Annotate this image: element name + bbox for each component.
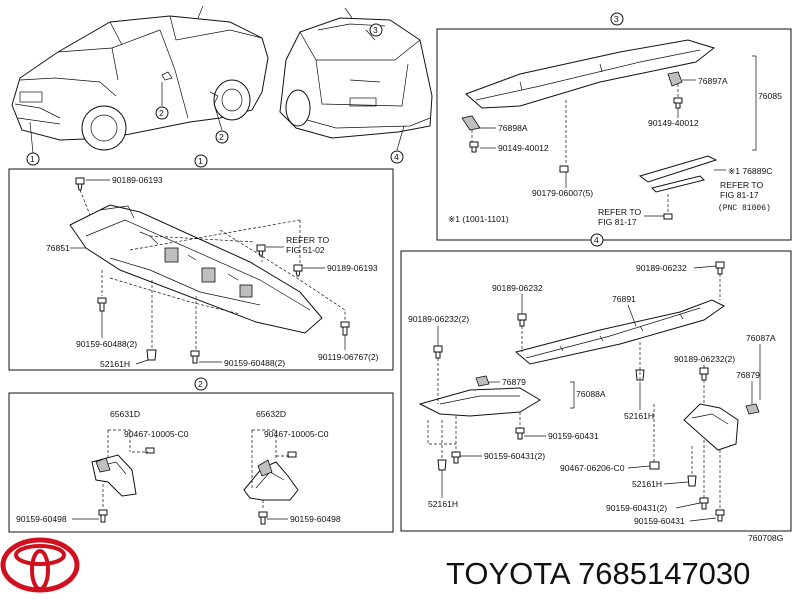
label-90189-06193-right: 90189-06193 (327, 263, 378, 273)
label-refer-to-b: REFER TO (598, 207, 641, 217)
label-90159-60488-2a: 90159-60488(2) (76, 339, 137, 349)
panel-2-frame (8, 392, 394, 533)
label-refer-to-51: REFER TO (286, 235, 329, 245)
label-76897A: 76897A (698, 76, 728, 86)
front-car-illustration (11, 5, 269, 154)
section-1-number: 1 (198, 156, 203, 166)
figure-code: 760708G (748, 533, 784, 543)
note-1001-1101: ※1 (1001-1101) (448, 214, 509, 224)
bracket-76088A (418, 375, 541, 417)
car-ref-3: 3 (373, 25, 378, 35)
label-90189-06232-top: 90189-06232 (636, 263, 687, 273)
label-76889C: ※1 76889C (728, 166, 772, 176)
label-90467-10005-C0-b: 90467-10005-C0 (264, 429, 329, 439)
panel-4-frame (400, 250, 792, 532)
section-2-number: 2 (198, 379, 203, 389)
label-90159-60488-2b: 90159-60488(2) (224, 358, 285, 368)
label-90467-06206-C0: 90467-06206-C0 (560, 463, 625, 473)
label-90179-06007-5: 90179-06007(5) (532, 188, 593, 198)
spoiler-76085 (465, 39, 718, 193)
car-ref-2a: 2 (159, 108, 164, 118)
section-1-marker (194, 154, 208, 168)
label-90159-60431-b: 90159-60431 (634, 516, 685, 526)
section-2-marker (194, 377, 208, 391)
toyota-logo (0, 537, 80, 593)
label-fig-81-17-b: FIG 81-17 (598, 217, 637, 227)
label-fig-51-02: FIG 51-02 (286, 245, 325, 255)
label-90467-10005-C0-a: 90467-10005-C0 (124, 429, 189, 439)
label-76085: 76085 (758, 91, 782, 101)
section-4-number: 4 (594, 235, 599, 245)
rear-car-illustration (279, 7, 433, 151)
label-76898A: 76898A (498, 123, 528, 133)
label-refer-to-a: REFER TO (720, 180, 763, 190)
label-90119-06767-2: 90119-06767(2) (318, 352, 379, 362)
label-pnc-81006: (PNC 81006) (718, 204, 771, 213)
brand-name: TOYOTA (446, 556, 571, 591)
label-52161H-b: 52161H (632, 479, 662, 489)
label-90159-60431-2b: 90159-60431(2) (606, 503, 667, 513)
label-65631D: 65631D (110, 409, 140, 419)
car-ref-2b: 2 (219, 132, 224, 142)
panel4-fasteners (433, 261, 725, 522)
bracket-76087A (683, 403, 760, 451)
label-76851: 76851 (46, 243, 70, 253)
car-callout-circles (26, 23, 404, 166)
section-3-number: 3 (614, 14, 619, 24)
label-52161H-a: 52161H (624, 411, 654, 421)
section-3-marker (610, 12, 624, 26)
panel1-fasteners (75, 177, 350, 364)
panel1-dashes (79, 189, 346, 356)
section-4-marker (590, 233, 604, 247)
car-ref-1: 1 (30, 154, 35, 164)
label-90159-60431-2a: 90159-60431(2) (484, 451, 545, 461)
label-90159-60498-a: 90159-60498 (16, 514, 67, 524)
label-76891: 76891 (612, 294, 636, 304)
car-ref-4: 4 (394, 152, 399, 162)
label-90189-06232-left: 90189-06232 (492, 283, 543, 293)
label-52161H: 52161H (100, 359, 130, 369)
label-90189-06193-top: 90189-06193 (112, 175, 163, 185)
panel4-dashes (427, 274, 721, 510)
panel-3-frame (436, 28, 792, 241)
undercover-76851 (69, 204, 323, 334)
label-76879-b: 76879 (736, 370, 760, 380)
label-76879-a: 76879 (502, 377, 526, 387)
label-fig-81-17-a: FIG 81-17 (720, 190, 759, 200)
label-90149-40012-a: 90149-40012 (648, 118, 699, 128)
bumper-retainer-76891 (514, 299, 725, 365)
label-76088A: 76088A (576, 389, 606, 399)
panel-1-frame (8, 168, 394, 371)
label-76087A: 76087A (746, 333, 776, 343)
label-65632D: 65632D (256, 409, 286, 419)
bracket-65632D (243, 429, 299, 525)
label-90189-06232-2a: 90189-06232(2) (408, 314, 469, 324)
panel3-fasteners (461, 71, 683, 220)
label-52161H-c: 52161H (428, 499, 458, 509)
label-90189-06232-2b: 90189-06232(2) (674, 354, 735, 364)
part-number: 7685147030 (578, 556, 750, 591)
label-90159-60431: 90159-60431 (548, 431, 599, 441)
bracket-65631D (91, 429, 155, 523)
label-90159-60498-b: 90159-60498 (290, 514, 341, 524)
label-90149-40012-b: 90149-40012 (498, 143, 549, 153)
